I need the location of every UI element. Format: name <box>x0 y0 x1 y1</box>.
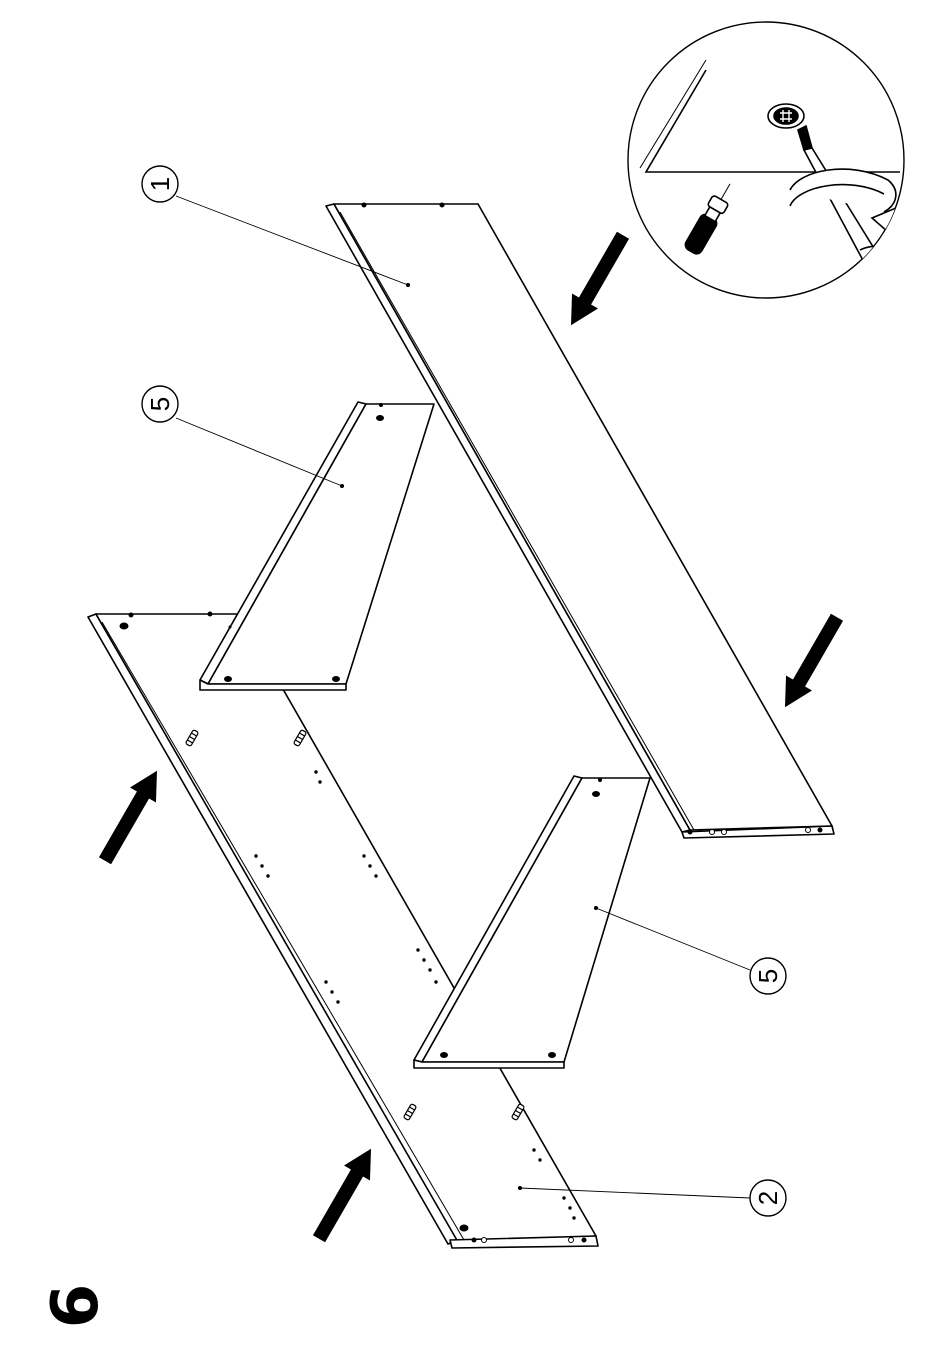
part-label-5-upper-text: 5 <box>145 397 175 411</box>
detail-inset <box>628 22 920 298</box>
part-label-5-lower: 5 <box>750 958 786 994</box>
arrow-down-left-icon <box>772 610 850 715</box>
part-label-1-text: 1 <box>145 177 175 191</box>
arrow-up-right-icon <box>306 1141 384 1246</box>
cam-lock-icon <box>768 104 804 128</box>
step-number: 6 <box>39 1284 113 1329</box>
part-label-2-text: 2 <box>753 1191 783 1205</box>
arrow-up-right-icon <box>92 763 170 868</box>
shelf-lower <box>414 776 650 1068</box>
part-label-5-lower-text: 5 <box>753 969 783 983</box>
part-label-2: 2 <box>750 1180 786 1216</box>
shelf-upper <box>200 402 434 690</box>
part-label-5-upper: 5 <box>142 386 178 422</box>
part-label-1: 1 <box>142 166 178 202</box>
arrow-down-left-icon <box>558 228 636 333</box>
